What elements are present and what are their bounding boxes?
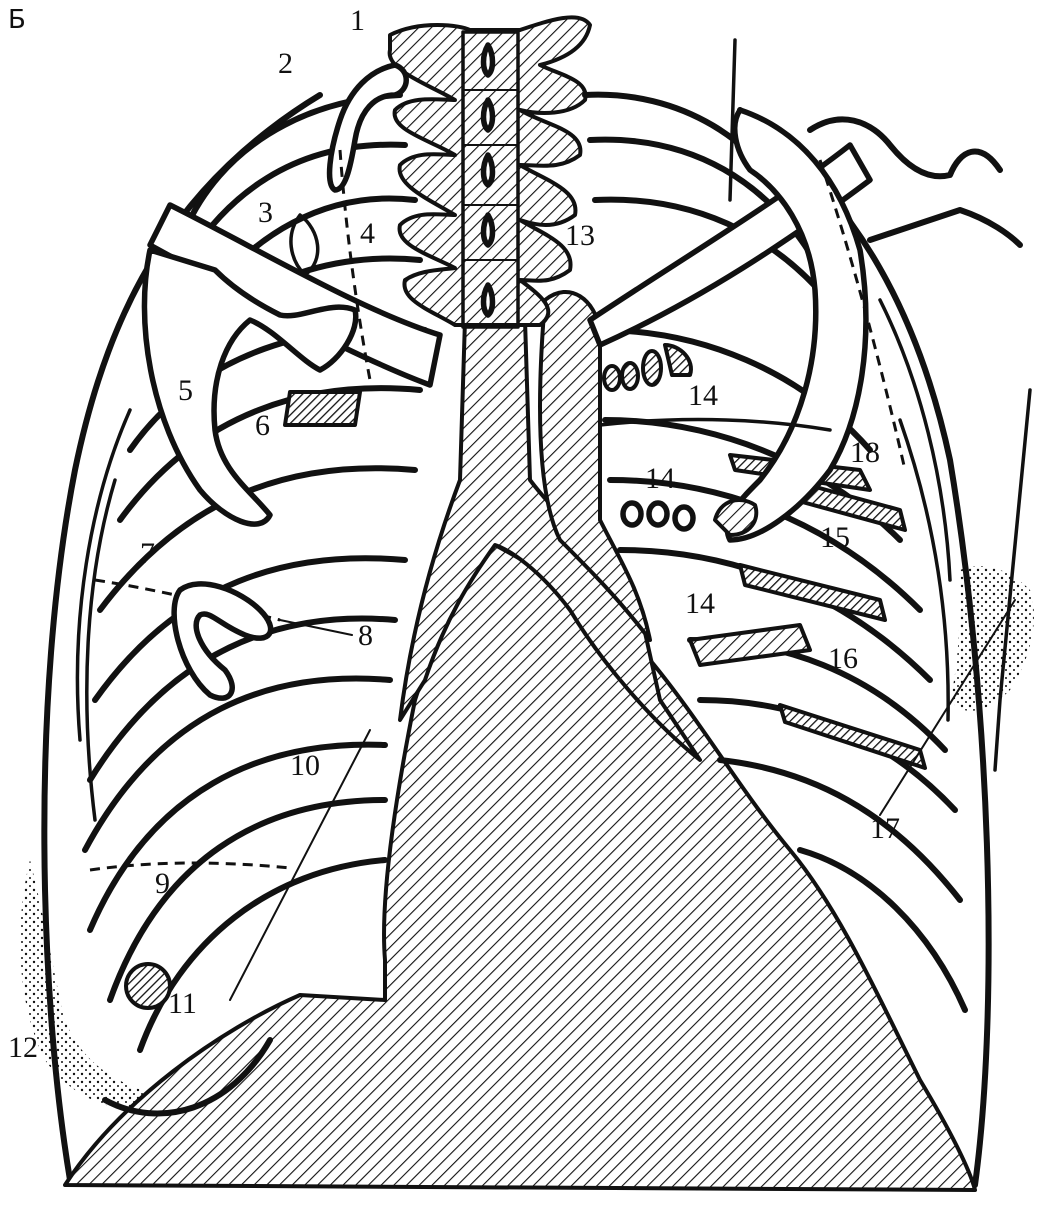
label-9: 9 xyxy=(155,867,170,900)
label-14-upper: 14 xyxy=(688,379,718,412)
label-10: 10 xyxy=(290,749,320,782)
label-8: 8 xyxy=(358,619,373,652)
label-4: 4 xyxy=(360,217,375,250)
label-11: 11 xyxy=(168,987,197,1020)
left-arm-outline xyxy=(870,210,1020,245)
label-16: 16 xyxy=(828,642,858,675)
nodule-11 xyxy=(126,964,170,1008)
label-17: 17 xyxy=(870,812,900,845)
label-18: 18 xyxy=(850,436,880,469)
label-7: 7 xyxy=(140,537,155,570)
label-5: 5 xyxy=(178,374,193,407)
label-14-lower: 14 xyxy=(685,587,715,620)
lymph-nodes-middle xyxy=(623,500,756,535)
label-2: 2 xyxy=(278,47,293,80)
label-3: 3 xyxy=(258,196,273,229)
lymph-nodes-upper xyxy=(604,345,691,390)
label-14-middle: 14 xyxy=(645,462,675,495)
label-12: 12 xyxy=(8,1031,38,1064)
panel-letter: Б xyxy=(8,5,26,35)
label-13: 13 xyxy=(565,219,595,252)
label-15: 15 xyxy=(820,521,850,554)
structure-7 xyxy=(174,584,271,698)
label-1: 1 xyxy=(350,4,365,37)
label-6: 6 xyxy=(255,409,270,442)
lower-lobe-density xyxy=(690,625,810,665)
hilar-shadow-right xyxy=(285,392,360,425)
vertebral-column xyxy=(390,17,590,327)
transverse-process xyxy=(291,215,318,275)
intercostal-band-3 xyxy=(740,565,885,620)
